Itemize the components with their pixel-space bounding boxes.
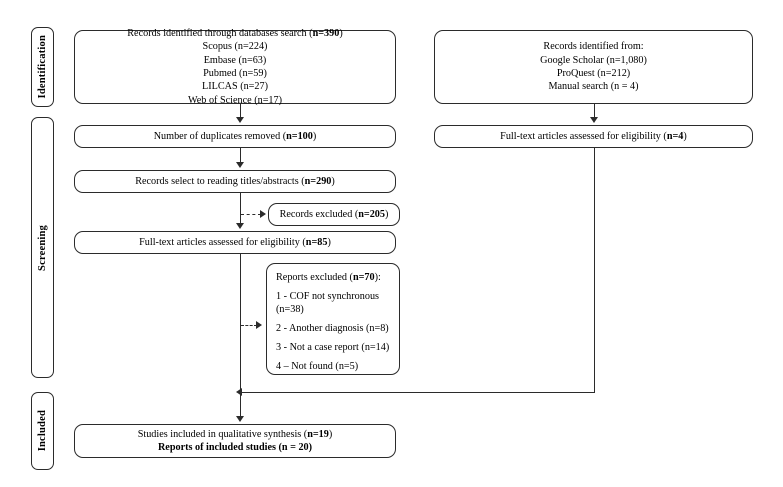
node-line: Records select to reading titles/abstrac… xyxy=(135,175,335,187)
stage-label-included: Included xyxy=(37,410,48,452)
node-line: Web of Science (n=17) xyxy=(187,94,283,106)
node-line: 3 - Not a case report (n=14) xyxy=(276,342,390,354)
node-line: Number of duplicates removed (n=100) xyxy=(153,130,317,142)
arrowhead-right xyxy=(256,321,262,329)
node-studies-included: Studies included in qualitative synthesi… xyxy=(74,424,396,458)
connector-records-selected-to-fulltext xyxy=(240,193,241,224)
connector-databases-to-duplicates xyxy=(240,104,241,118)
node-line: 4 – Not found (n=5) xyxy=(276,361,359,373)
node-fulltext-assessed: Full-text articles assessed for eligibil… xyxy=(74,231,396,254)
node-line: ProQuest (n=212) xyxy=(556,68,631,79)
node-line: Records identified through databases sea… xyxy=(127,27,343,39)
connector-dashed-records-excluded xyxy=(241,214,261,215)
stage-box-screening: Screening xyxy=(31,117,54,378)
arrowhead-down xyxy=(236,117,244,123)
node-records-excluded: Records excluded (n=205) xyxy=(268,203,400,226)
node-line: Records identified from: xyxy=(543,41,644,53)
connector-dashed-reports-excluded xyxy=(241,325,257,326)
node-line: Full-text articles assessed for eligibil… xyxy=(139,236,331,248)
node-line: 1 - COF not synchronous (n=38) xyxy=(276,290,380,316)
node-line: LILCAS (n=27) xyxy=(201,81,268,93)
node-line: Manual search (n = 4) xyxy=(548,81,639,93)
node-line: Google Scholar (n=1,080) xyxy=(540,54,647,66)
arrowhead-down xyxy=(236,416,244,422)
connector-duplicates-to-records-selected xyxy=(240,148,241,163)
arrowhead-down xyxy=(236,223,244,229)
node-duplicates-removed: Number of duplicates removed (n=100) xyxy=(74,125,396,148)
connector-other-fulltext-down xyxy=(594,148,595,392)
stage-label-identification: Identification xyxy=(37,35,48,99)
node-records-selected: Records select to reading titles/abstrac… xyxy=(74,170,396,193)
node-line: Reports of included studies (n = 20) xyxy=(157,442,313,453)
node-line: Records excluded (n=205) xyxy=(279,208,389,220)
stage-box-included: Included xyxy=(31,392,54,470)
connector-other-fulltext-merge xyxy=(241,392,595,393)
node-other-sources: Records identified from: Google Scholar … xyxy=(434,30,753,104)
node-line: Reports excluded (n=70): xyxy=(276,272,381,283)
node-line: 2 - Another diagnosis (n=8) xyxy=(276,323,389,335)
node-other-fulltext-assessed: Full-text articles assessed for eligibil… xyxy=(434,125,753,148)
node-line: Full-text articles assessed for eligibil… xyxy=(500,130,687,142)
stage-label-screening: Screening xyxy=(37,224,48,271)
stage-box-identification: Identification xyxy=(31,27,54,107)
node-databases-search: Records identified through databases sea… xyxy=(74,27,396,106)
arrowhead-down xyxy=(236,162,244,168)
connector-fulltext-to-included xyxy=(240,254,241,417)
node-reports-excluded: Reports excluded (n=70): 1 - COF not syn… xyxy=(266,263,400,375)
arrowhead-left xyxy=(236,388,242,396)
node-line: Pubmed (n=59) xyxy=(203,68,267,79)
node-line: Studies included in qualitative synthesi… xyxy=(137,428,333,440)
node-line: Embase (n=63) xyxy=(203,54,267,66)
arrowhead-down xyxy=(590,117,598,123)
connector-other-sources-to-fulltext xyxy=(594,104,595,118)
arrowhead-right xyxy=(260,210,266,218)
node-line: Scopus (n=224) xyxy=(202,41,268,53)
